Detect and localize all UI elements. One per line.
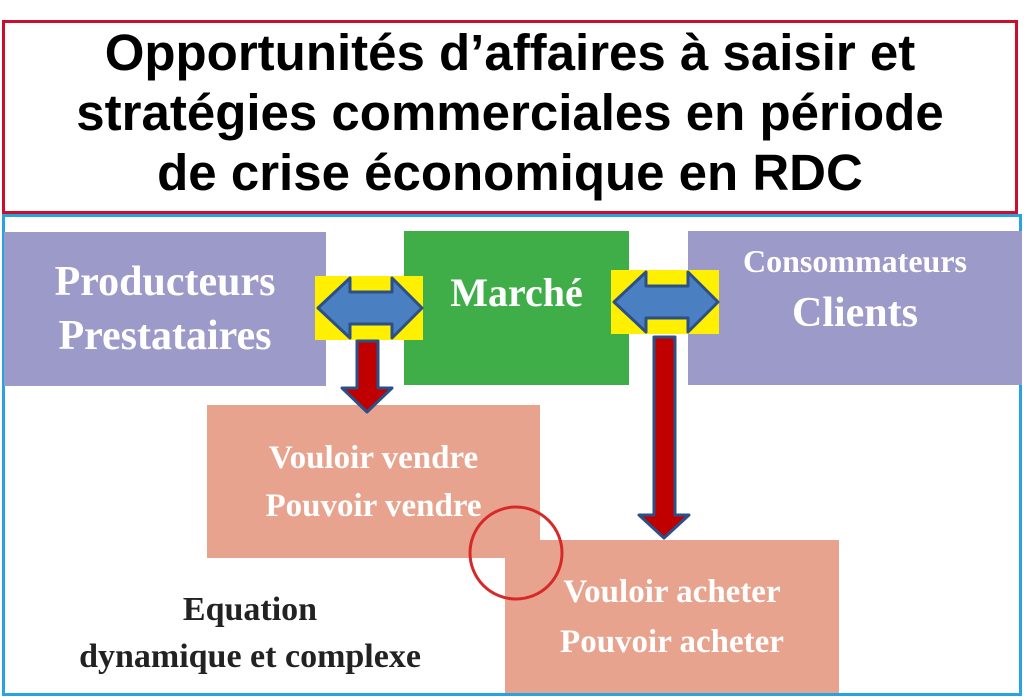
producers-label-2: Prestataires <box>58 313 272 359</box>
consumers-label-1: Consommateurs <box>743 243 967 279</box>
consumers-label-2: Clients <box>792 290 918 336</box>
title-line-3: de crise économique en RDC <box>157 144 863 201</box>
down-arrow-icon <box>637 335 691 540</box>
diagram-frame <box>2 214 1022 696</box>
down-arrow-icon <box>340 339 394 414</box>
highlight-circle-icon <box>468 505 564 601</box>
producers-label-1: Producteurs <box>54 259 276 305</box>
sell-label-1: Vouloir vendre <box>268 439 479 476</box>
double-arrow-icon <box>611 270 720 334</box>
double-arrow-icon <box>315 276 424 340</box>
equation-line-1: Equation <box>182 591 318 628</box>
title-box: Opportunités d’affaires à saisir et stra… <box>2 20 1018 214</box>
sell-box: Vouloir vendre Pouvoir vendre <box>207 405 540 558</box>
buy-label-2: Pouvoir acheter <box>560 623 784 660</box>
market-box: Marché <box>404 231 629 385</box>
title-line-2: stratégies commerciales en période <box>76 84 944 141</box>
sell-label-2: Pouvoir vendre <box>265 487 482 524</box>
equation-line-2: dynamique et complexe <box>79 638 421 675</box>
producers-box: Producteurs Prestataires <box>4 232 326 386</box>
buy-label-1: Vouloir acheter <box>563 573 781 610</box>
equation-text: Equation dynamique et complexe <box>0 588 500 682</box>
market-label: Marché <box>450 270 583 315</box>
consumers-box: Consommateurs Clients <box>688 231 1022 385</box>
title-line-1: Opportunités d’affaires à saisir et <box>104 24 916 81</box>
